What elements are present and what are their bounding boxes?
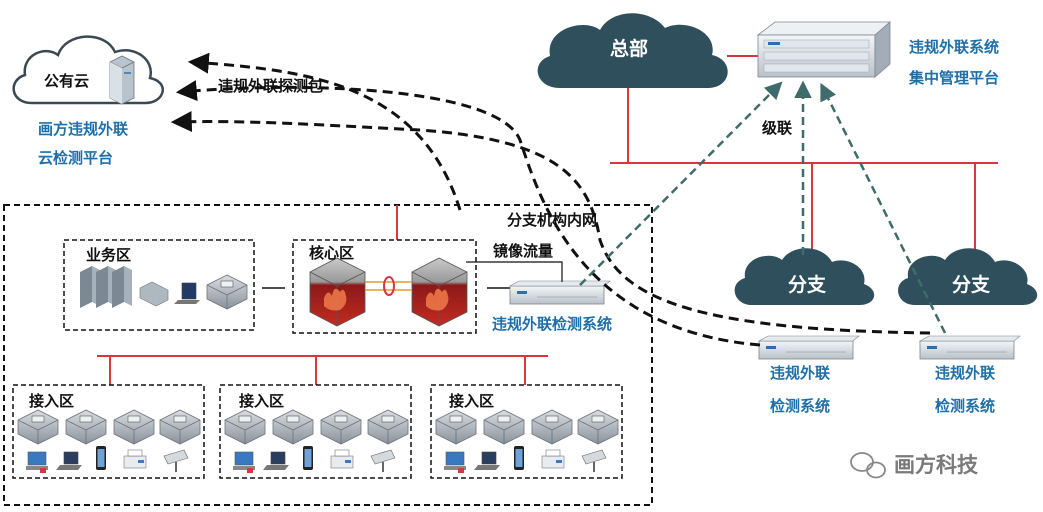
detection-system-server-icon xyxy=(509,280,611,305)
core-zone-label: 核心区 xyxy=(309,244,355,262)
laptop-icon xyxy=(174,282,200,304)
branch-label-1: 分支 xyxy=(788,274,827,296)
access-zone-label-1: 接入区 xyxy=(29,392,75,410)
branch-detection-label-1-line2: 检测系统 xyxy=(770,397,831,415)
firewall-icon xyxy=(309,257,366,327)
wechat-icon xyxy=(850,452,886,479)
tablet-icon xyxy=(96,446,106,470)
branch-detection-label-1-line1: 违规外联 xyxy=(770,364,831,382)
branch-cloud-icon-2 xyxy=(898,248,1038,305)
access-zone-label-3: 接入区 xyxy=(449,392,495,410)
branch-network-label: 分支机构内网 xyxy=(507,211,598,229)
server-icon xyxy=(109,55,135,105)
watermark-label: 画方科技 xyxy=(894,453,978,477)
business-zone-devices xyxy=(80,266,248,310)
branch-cloud-icon-1 xyxy=(734,248,875,305)
probe-packet-label: 违规外联探测包 xyxy=(218,77,324,95)
branch-detection-label-2-line2: 检测系统 xyxy=(935,397,996,415)
server-icon xyxy=(80,266,132,308)
access-switches xyxy=(17,409,619,445)
probe-packet-paths xyxy=(170,52,931,347)
branch-detection-label-2-line1: 违规外联 xyxy=(935,364,996,382)
core-zone-box xyxy=(292,239,477,334)
core-link xyxy=(365,276,412,296)
branch-detection-server-icon-2 xyxy=(919,335,1021,360)
hq-label: 总部 xyxy=(610,38,649,60)
mgmt-platform-label-line2: 集中管理平台 xyxy=(909,69,1000,87)
printer-icon xyxy=(123,449,147,469)
rack-server-icon xyxy=(756,21,892,78)
cascade-label: 级联 xyxy=(762,119,793,137)
server-icon xyxy=(139,281,169,307)
access-zone-label-2: 接入区 xyxy=(239,392,285,410)
access-zone-box-2 xyxy=(219,384,412,479)
pc-icon xyxy=(26,451,48,473)
cloud-platform-label-line2: 云检测平台 xyxy=(38,149,114,167)
cascade-paths xyxy=(579,80,947,334)
access-zone-box-3 xyxy=(430,384,623,479)
detection-system-label: 违规外联检测系统 xyxy=(492,315,613,333)
mirror-traffic-line xyxy=(466,261,563,282)
red-links xyxy=(97,55,998,385)
business-zone-box xyxy=(63,239,255,331)
cloud-icon xyxy=(12,35,164,105)
public-cloud-label: 公有云 xyxy=(44,72,90,90)
branch-network-boundary xyxy=(3,204,653,506)
mirror-traffic-label: 镜像流量 xyxy=(493,242,554,260)
branch-detection-server-icon-1 xyxy=(758,335,860,360)
access-zone-box-1 xyxy=(12,384,205,479)
firewall-icon xyxy=(411,257,468,327)
branch-label-2: 分支 xyxy=(952,274,991,296)
mgmt-platform-label-line1: 违规外联系统 xyxy=(909,38,1000,56)
business-zone-label: 业务区 xyxy=(86,246,132,264)
cloud-platform-label-line1: 画方违规外联 xyxy=(38,120,129,138)
endpoint-devices xyxy=(26,445,607,474)
hq-cloud-icon xyxy=(537,13,728,88)
camera-icon xyxy=(163,449,189,472)
laptop-icon xyxy=(56,451,82,470)
switch-icon xyxy=(206,274,248,310)
